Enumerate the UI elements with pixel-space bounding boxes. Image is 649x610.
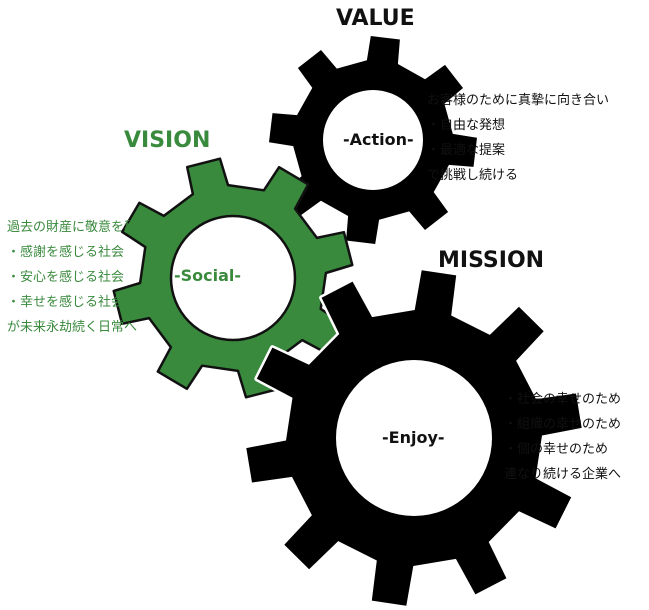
mission-item: 個の幸せのため — [504, 437, 621, 462]
vision-item-text: 安心を感じる社会 — [20, 270, 125, 285]
mission-item-text: 組織の幸せのため — [517, 417, 622, 432]
mission-item-text: 個の幸せのため — [517, 442, 609, 457]
mission-item: 組織の幸せのため — [504, 412, 621, 437]
vision-description: 過去の財産に敬意を称し 感謝を感じる社会 安心を感じる社会 幸せを感じる社会 が… — [7, 215, 150, 340]
value-item-text: 自由な発想 — [440, 118, 506, 133]
value-heading: VALUE — [336, 6, 415, 31]
value-description: お客様のために真摯に向き合い 自由な発想 最適な提案 で挑戦し続ける — [427, 88, 609, 188]
vision-item: 感謝を感じる社会 — [7, 240, 150, 265]
mission-description: 社会の幸せのため 組織の幸せのため 個の幸せのため 連なり続ける企業へ — [504, 387, 621, 487]
mission-item-text: 社会の幸せのため — [517, 392, 622, 407]
vision-intro: 過去の財産に敬意を称し — [7, 220, 151, 235]
mission-gear — [243, 267, 585, 609]
value-closing: で挑戦し続ける — [427, 168, 519, 183]
mission-item: 社会の幸せのため — [504, 387, 621, 412]
value-intro: お客様のために真摯に向き合い — [427, 93, 610, 108]
vision-gear-label: -Social- — [174, 266, 242, 285]
vision-item-text: 感謝を感じる社会 — [20, 245, 125, 260]
vision-closing: が未来永劫続く日常へ — [7, 320, 138, 335]
vision-item: 幸せを感じる社会 — [7, 290, 150, 315]
value-item: 自由な発想 — [427, 113, 609, 138]
value-item-text: 最適な提案 — [440, 143, 506, 158]
vision-item: 安心を感じる社会 — [7, 265, 150, 290]
value-gear — [267, 34, 479, 246]
value-item: 最適な提案 — [427, 138, 609, 163]
mission-closing: 連なり続ける企業へ — [504, 467, 622, 482]
mission-heading: MISSION — [438, 248, 545, 273]
value-gear-label: -Action- — [343, 130, 414, 149]
vision-heading: VISION — [124, 128, 211, 153]
mission-gear-label: -Enjoy- — [382, 428, 445, 447]
vision-item-text: 幸せを感じる社会 — [20, 295, 125, 310]
